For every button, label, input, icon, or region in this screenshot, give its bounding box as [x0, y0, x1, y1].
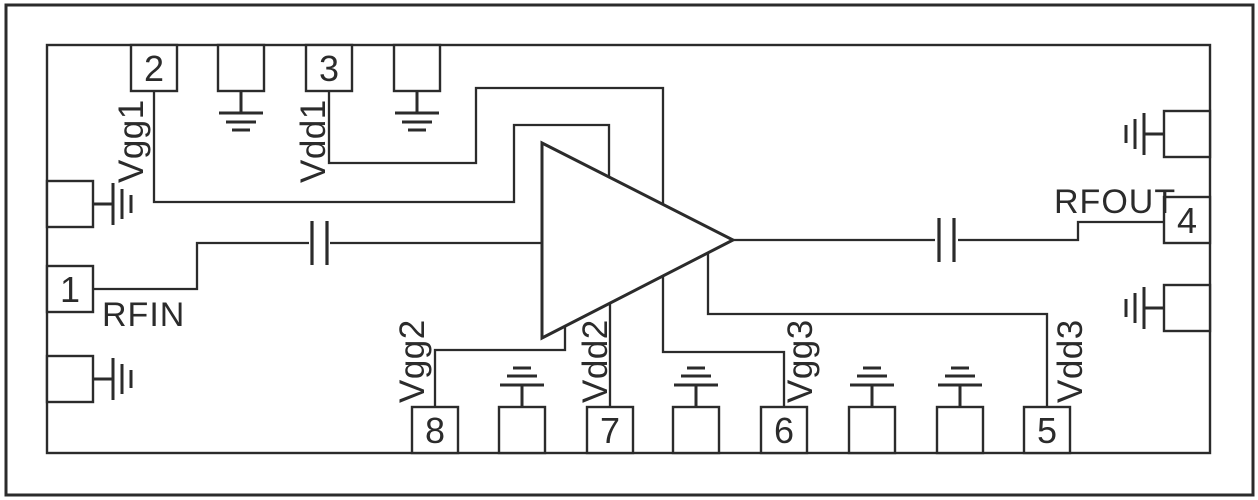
pad-pin-5 [1022, 405, 1072, 455]
wire-vdd1 [327, 86, 665, 204]
pad-ground-bottom-3 [847, 405, 897, 455]
pin-2-number: 2 [144, 48, 164, 89]
pin-3-number: 3 [319, 48, 339, 89]
ground-icon-left-1 [93, 183, 133, 225]
pin-5-number: 5 [1037, 410, 1057, 451]
ground-icon-bottom-3 [850, 366, 894, 407]
pad-pin-1 [45, 264, 95, 314]
pad-ground-right-2 [1162, 283, 1212, 333]
wire-vdd3 [706, 253, 1049, 407]
ground-icon-right-2 [1124, 287, 1164, 329]
wire-vgg1 [152, 91, 611, 204]
wire-rfout [733, 220, 1164, 242]
wire-vgg2 [433, 326, 567, 407]
pad-pin-8 [410, 405, 460, 455]
label-vgg1: Vgg1 [112, 99, 151, 183]
pad-ground-bottom-4 [935, 405, 985, 455]
pad-pin-6 [759, 405, 809, 455]
pad-ground-top-2 [392, 43, 442, 93]
pad-ground-left-2 [45, 354, 95, 404]
pad-ground-left-1 [45, 179, 95, 229]
pin-1-number: 1 [60, 269, 80, 310]
ground-icon-bottom-4 [938, 366, 982, 407]
label-rfout: RFOUT [1054, 183, 1176, 221]
amplifier-symbol [540, 140, 737, 341]
pin-4-number: 4 [1177, 200, 1197, 241]
wire-vgg3 [661, 276, 786, 407]
outer-border [4, 3, 1255, 497]
pad-pin-7 [585, 405, 635, 455]
capacitor-input-icon [310, 221, 329, 265]
label-vdd3: Vdd3 [1051, 319, 1090, 403]
ground-icon-bottom-1 [500, 366, 544, 407]
pad-pin-3 [304, 43, 354, 93]
pad-ground-bottom-1 [497, 405, 547, 455]
ground-icon-top-2 [395, 91, 439, 132]
ground-icon-bottom-2 [674, 366, 718, 407]
label-vdd1: Vdd1 [294, 99, 333, 183]
pad-ground-bottom-2 [671, 405, 721, 455]
pin-7-number: 7 [600, 410, 620, 451]
label-vgg2: Vgg2 [393, 319, 432, 403]
pad-pin-2 [129, 43, 179, 93]
pad-ground-top-1 [216, 43, 266, 93]
pin-6-number: 6 [774, 410, 794, 451]
capacitor-output-icon [937, 218, 956, 262]
ground-icon-right-1 [1124, 113, 1164, 155]
ground-icon-top-1 [219, 91, 263, 132]
pad-pin-4 [1162, 195, 1212, 245]
pin-8-number: 8 [425, 410, 445, 451]
wire-rfin [93, 241, 542, 291]
ground-icon-left-2 [93, 358, 133, 400]
pad-ground-right-1 [1162, 109, 1212, 159]
label-vdd2: Vdd2 [576, 319, 615, 403]
label-vgg3: Vgg3 [781, 319, 820, 403]
label-rfin: RFIN [102, 296, 185, 334]
